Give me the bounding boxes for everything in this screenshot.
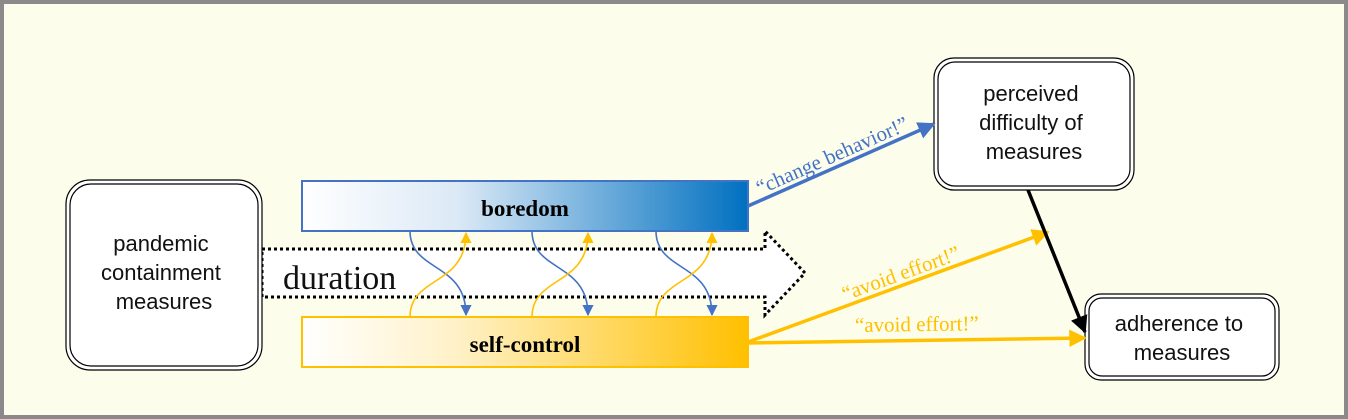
- node-pandemic-line-3: measures: [116, 289, 213, 314]
- svg-text:pandemic containment: pandemic containment measures: [101, 231, 227, 314]
- arrow-self-control-to-boredom-2: [531, 231, 594, 318]
- node-pandemic-line-2: containment: [101, 260, 221, 285]
- arrow-self-control-to-boredom-3: [655, 231, 718, 318]
- duration-label: duration: [283, 260, 396, 297]
- reciprocal-arrow-group-1: [409, 230, 472, 318]
- node-pandemic-line-1: pandemic: [113, 231, 208, 256]
- node-adherence-line-2: measures: [1134, 340, 1231, 365]
- node-difficulty-line-1: perceived: [983, 81, 1078, 106]
- bar-self-control-label: self-control: [470, 332, 581, 357]
- arrow-boredom-to-self-control-2: [531, 230, 594, 317]
- label-avoid-effort-2: “avoid effort!”: [855, 311, 979, 337]
- node-difficulty-line-2: difficulty of: [979, 110, 1083, 135]
- arrow-self-control-to-boredom-1: [409, 231, 472, 318]
- node-pandemic-measures: pandemic containment measures: [65, 179, 263, 371]
- duration-arrow: [260, 227, 808, 319]
- bar-boredom: boredom: [301, 180, 749, 232]
- bar-boredom-label: boredom: [481, 196, 569, 221]
- arrow-boredom-to-difficulty: [747, 122, 936, 208]
- reciprocal-arrow-group-3: [655, 230, 718, 318]
- node-difficulty-line-3: measures: [986, 139, 1083, 164]
- bar-self-control: self-control: [301, 316, 749, 368]
- arrow-self-control-to-adherence: [747, 329, 1087, 347]
- arrow-boredom-to-self-control-1: [409, 230, 472, 317]
- arrow-difficulty-to-adherence: [1026, 189, 1088, 334]
- reciprocal-arrow-group-2: [531, 230, 594, 318]
- node-adherence: adherence to measures: [1084, 293, 1280, 381]
- svg-text:adherence to measures: adherence to measures: [1115, 311, 1250, 365]
- node-adherence-line-1: adherence to: [1115, 311, 1243, 336]
- node-perceived-difficulty: perceived difficulty of measures: [933, 57, 1135, 191]
- reciprocal-arrows: [409, 230, 718, 318]
- arrow-boredom-to-self-control-3: [655, 230, 718, 317]
- arrow-self-control-to-difficulty: [747, 229, 1050, 344]
- svg-text:perceived difficulty of: perceived difficulty of measures: [979, 81, 1089, 164]
